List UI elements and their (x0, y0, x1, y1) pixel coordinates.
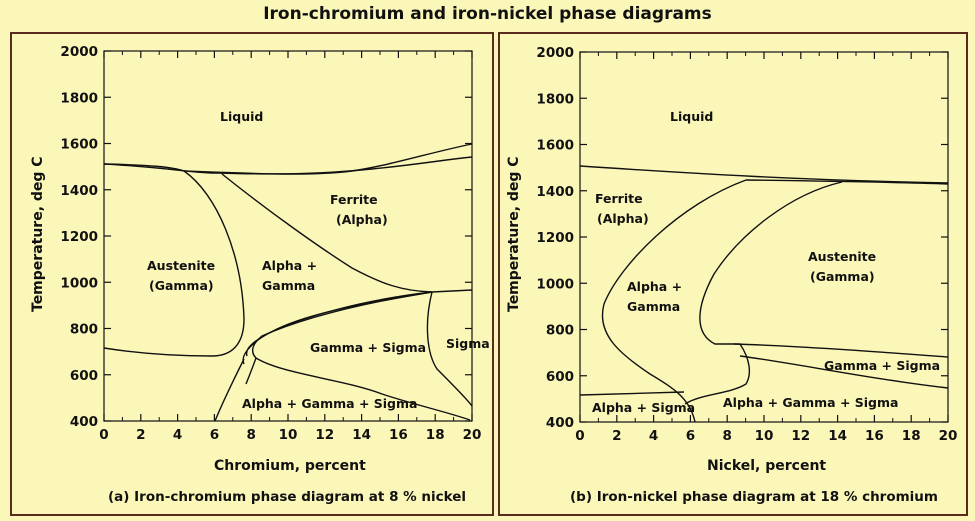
x-tick-label: 0 (575, 428, 584, 444)
figure-title: Iron-chromium and iron-nickel phase diag… (263, 4, 712, 24)
x-tick-label: 14 (828, 428, 847, 444)
x-tick-label: 0 (99, 427, 108, 443)
panel-iron-chromium: 400 600 800 1000 1200 1400 1600 1800 2000 0 2 4 6 8 1… (10, 32, 494, 516)
y-tick-label: 800 (70, 322, 98, 338)
region-ferrite-alpha: (Alpha) (336, 212, 388, 227)
region-alpha-sigma: Alpha + Sigma (592, 400, 695, 415)
ferrite-boundary (221, 173, 473, 293)
region-sigma: Sigma (446, 336, 490, 351)
x-tick-label: 20 (463, 427, 482, 443)
region-austenite: Austenite (808, 249, 876, 264)
y-tick-labels: 400 600 800 1000 1200 1400 1600 1800 2000 (536, 45, 574, 431)
phase-boundaries (103, 143, 473, 422)
iron-nickel-diagram: 400 600 800 1000 1200 1400 1600 1800 2000 0 2 4 6 8 1… (506, 45, 957, 505)
region-austenite-gamma: (Gamma) (810, 269, 875, 284)
region-liquid: Liquid (670, 109, 713, 124)
x-tick-label: 10 (279, 427, 298, 443)
y-tick-label: 2000 (60, 44, 98, 60)
region-alpha-gamma: Alpha + (627, 279, 682, 294)
y-axis-title: Temperature, deg C (30, 156, 46, 312)
y-tick-label: 1800 (60, 90, 98, 106)
y-tick-label: 1400 (60, 183, 98, 199)
y-tick-label: 1000 (60, 275, 98, 291)
y-tick-label: 1200 (60, 229, 98, 245)
tick-marks (103, 50, 473, 422)
x-tick-label: 16 (865, 428, 884, 444)
austenite-boundary (103, 170, 245, 357)
x-tick-label: 18 (426, 427, 445, 443)
sigma-boundary (426, 291, 473, 407)
y-tick-label: 2000 (536, 45, 574, 61)
y-tick-label: 1200 (536, 230, 574, 246)
region-liquid: Liquid (220, 109, 263, 124)
y-tick-label: 1600 (536, 138, 574, 154)
austenite-boundary (684, 181, 843, 405)
region-alpha-gamma-2: Gamma (262, 278, 315, 293)
y-tick-label: 600 (546, 369, 574, 385)
region-alpha-gamma: Alpha + (262, 258, 317, 273)
x-tick-label: 12 (791, 428, 810, 444)
x-axis-title: Nickel, percent (707, 458, 826, 474)
solidus-line (745, 179, 949, 185)
gamma-sigma-upper (733, 343, 949, 358)
region-alpha-gamma-sigma: Alpha + Gamma + Sigma (242, 396, 417, 411)
gamma-sigma-lower (739, 355, 949, 389)
x-tick-label: 8 (722, 428, 731, 444)
tick-marks (579, 51, 949, 423)
region-ferrite: Ferrite (330, 192, 378, 207)
region-austenite-gamma: (Gamma) (149, 278, 214, 293)
y-tick-label: 400 (546, 415, 574, 431)
y-tick-label: 1800 (536, 91, 574, 107)
x-axis-title: Chromium, percent (214, 458, 366, 474)
caption: (a) Iron-chromium phase diagram at 8 % n… (108, 489, 466, 505)
liquidus-line (579, 165, 949, 184)
y-tick-labels: 400 600 800 1000 1200 1400 1600 1800 2000 (60, 44, 98, 430)
x-tick-labels: 0 2 4 6 8 10 12 14 16 18 20 (575, 428, 957, 444)
y-tick-label: 800 (546, 323, 574, 339)
x-tick-label: 4 (649, 428, 658, 444)
region-alpha-gamma-2: Gamma (627, 299, 680, 314)
x-tick-label: 2 (612, 428, 621, 444)
x-tick-label: 6 (686, 428, 695, 444)
iron-chromium-diagram: 400 600 800 1000 1200 1400 1600 1800 2000 0 2 4 6 8 1… (30, 44, 490, 505)
x-tick-label: 10 (755, 428, 774, 444)
y-tick-label: 1000 (536, 276, 574, 292)
y-tick-label: 600 (70, 368, 98, 384)
x-tick-label: 16 (389, 427, 408, 443)
x-tick-labels: 0 2 4 6 8 10 12 14 16 18 20 (99, 427, 481, 443)
ferrite-boundary (601, 179, 747, 423)
alpha-sigma-boundary (579, 391, 685, 396)
region-gamma-sigma: Gamma + Sigma (824, 358, 940, 373)
plot-frame (103, 50, 473, 422)
y-axis-title: Temperature, deg C (506, 156, 522, 312)
alpha-gamma-sigma-divider (245, 357, 257, 385)
solidus-line (103, 156, 473, 175)
y-tick-label: 400 (70, 414, 98, 430)
liquidus-line (103, 143, 473, 175)
caption: (b) Iron-nickel phase diagram at 18 % ch… (570, 489, 938, 505)
x-tick-label: 4 (173, 427, 182, 443)
x-tick-label: 12 (315, 427, 334, 443)
y-tick-label: 1600 (60, 137, 98, 153)
y-tick-label: 1400 (536, 184, 574, 200)
region-ferrite-alpha: (Alpha) (597, 211, 649, 226)
x-tick-label: 6 (210, 427, 219, 443)
phase-boundaries (579, 165, 949, 423)
region-gamma-sigma: Gamma + Sigma (310, 340, 426, 355)
region-ferrite: Ferrite (595, 191, 643, 206)
x-tick-label: 18 (902, 428, 921, 444)
alpha-gamma-sigma-left (214, 358, 245, 422)
region-austenite: Austenite (147, 258, 215, 273)
region-alpha-gamma-sigma: Alpha + Gamma + Sigma (723, 395, 898, 410)
x-tick-label: 14 (352, 427, 371, 443)
x-tick-label: 20 (939, 428, 958, 444)
x-tick-label: 2 (136, 427, 145, 443)
panel-iron-nickel: 400 600 800 1000 1200 1400 1600 1800 2000 0 2 4 6 8 1… (498, 32, 968, 516)
x-tick-label: 8 (246, 427, 255, 443)
